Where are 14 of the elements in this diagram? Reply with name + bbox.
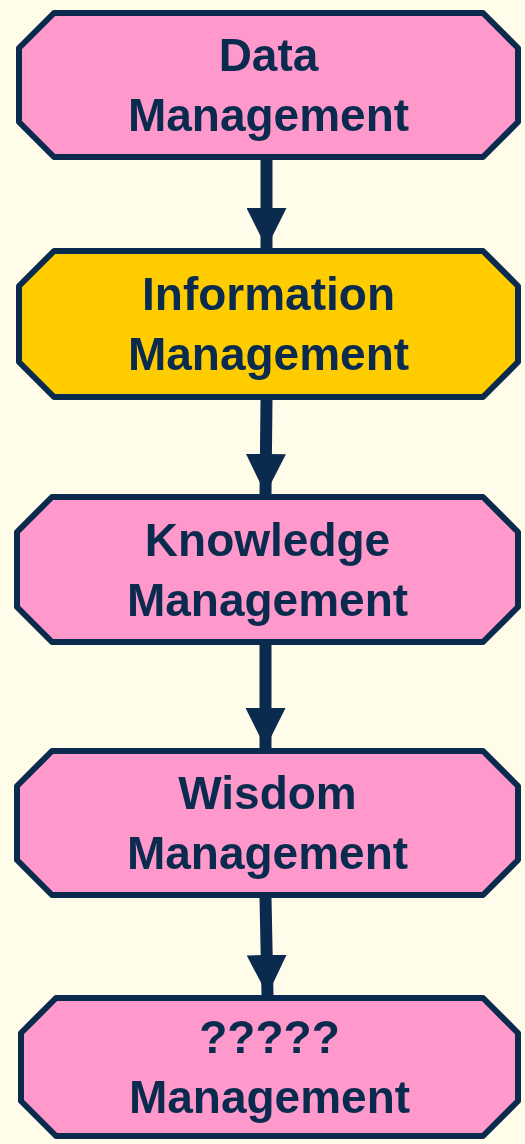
octagon-box [16,10,521,160]
arrow [245,645,286,748]
octagon-box [14,494,521,645]
octagon-box [18,995,521,1139]
node-label: Knowledge Management [125,512,410,628]
node-label: Data Management [126,28,411,143]
arrow [246,160,287,248]
node-label: ????? Management [127,1010,412,1125]
arrow [245,399,286,495]
octagon-box [14,748,521,898]
node-label: Information Management [126,267,411,382]
arrow [246,897,287,996]
octagon-box [16,248,521,400]
node-label: Wisdom Management [125,766,410,881]
